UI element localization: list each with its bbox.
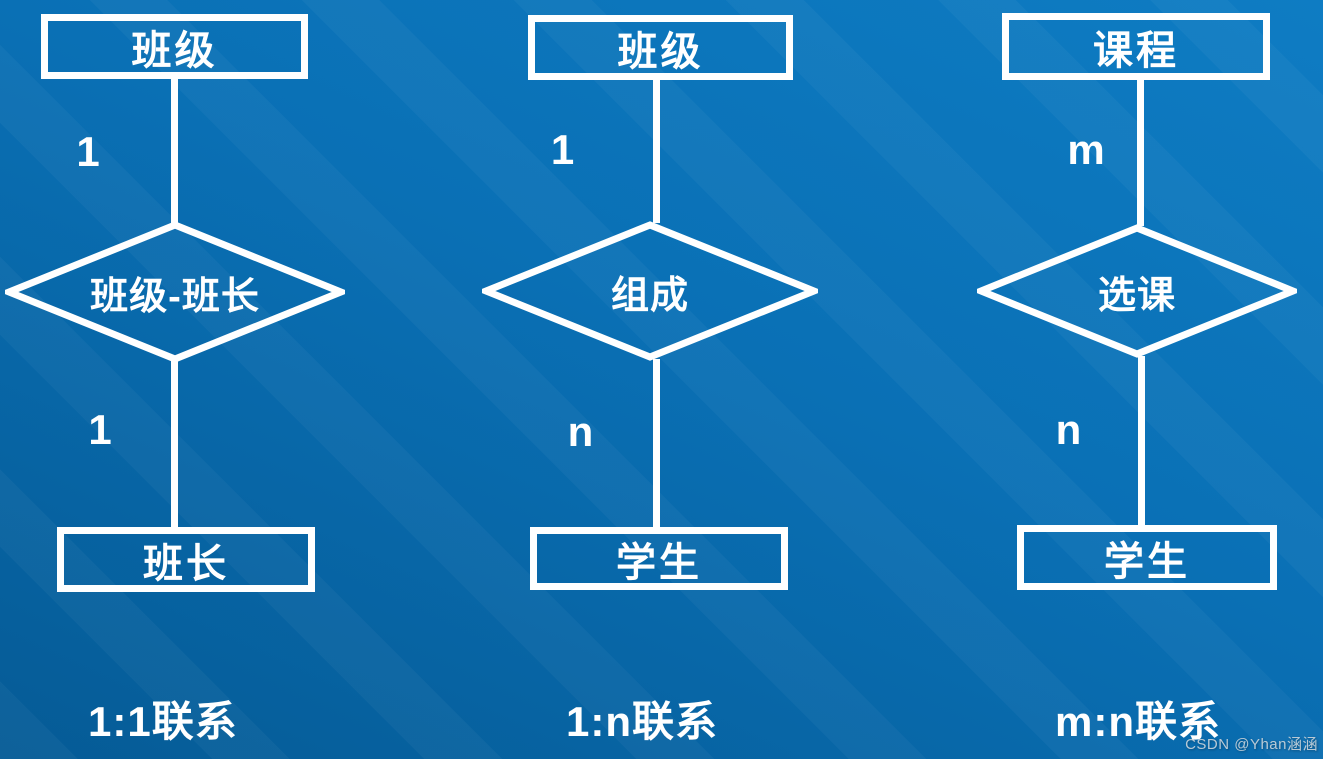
csdn-watermark: CSDN @Yhan涵涵 bbox=[1185, 736, 1318, 753]
relationship-label: 班级-班长 bbox=[90, 275, 260, 318]
cardinality-label-top: m bbox=[1067, 126, 1105, 173]
entity-box-bottom: 班长 bbox=[57, 527, 315, 592]
relationship-diamond: 班级-班长 bbox=[5, 221, 345, 363]
diamond-shape bbox=[5, 221, 345, 363]
cardinality-label-top: 1 bbox=[76, 128, 100, 175]
entity-box-bottom: 学生 bbox=[1017, 525, 1277, 590]
connector-line-bottom bbox=[171, 361, 178, 527]
entity-box-top: 班级 bbox=[528, 15, 793, 80]
connector-line-top bbox=[171, 79, 178, 225]
diamond-shape bbox=[977, 224, 1297, 358]
cardinality-label-top: 1 bbox=[550, 126, 575, 173]
entity-box-bottom: 学生 bbox=[530, 527, 788, 590]
cardinality-label-bottom: n bbox=[1055, 406, 1082, 453]
entity-box-top: 课程 bbox=[1002, 13, 1270, 80]
diagram-caption: 1:1联系 bbox=[88, 698, 238, 745]
connector-line-top bbox=[1137, 80, 1144, 226]
entity-box-top: 班级 bbox=[41, 14, 308, 79]
relationship-label: 组成 bbox=[610, 274, 689, 317]
cardinality-label-bottom: 1 bbox=[88, 406, 112, 453]
relationship-diamond: 选课 bbox=[977, 224, 1297, 358]
connector-line-bottom bbox=[1138, 356, 1145, 525]
relationship-diamond: 组成 bbox=[482, 221, 818, 361]
connector-line-top bbox=[653, 80, 660, 223]
relationship-label: 选课 bbox=[1097, 274, 1176, 317]
diagram-caption: m:n联系 bbox=[1055, 698, 1221, 745]
connector-line-bottom bbox=[653, 359, 660, 527]
cardinality-label-bottom: n bbox=[567, 408, 594, 455]
diamond-shape bbox=[482, 221, 818, 361]
diagram-caption: 1:n联系 bbox=[566, 698, 719, 745]
